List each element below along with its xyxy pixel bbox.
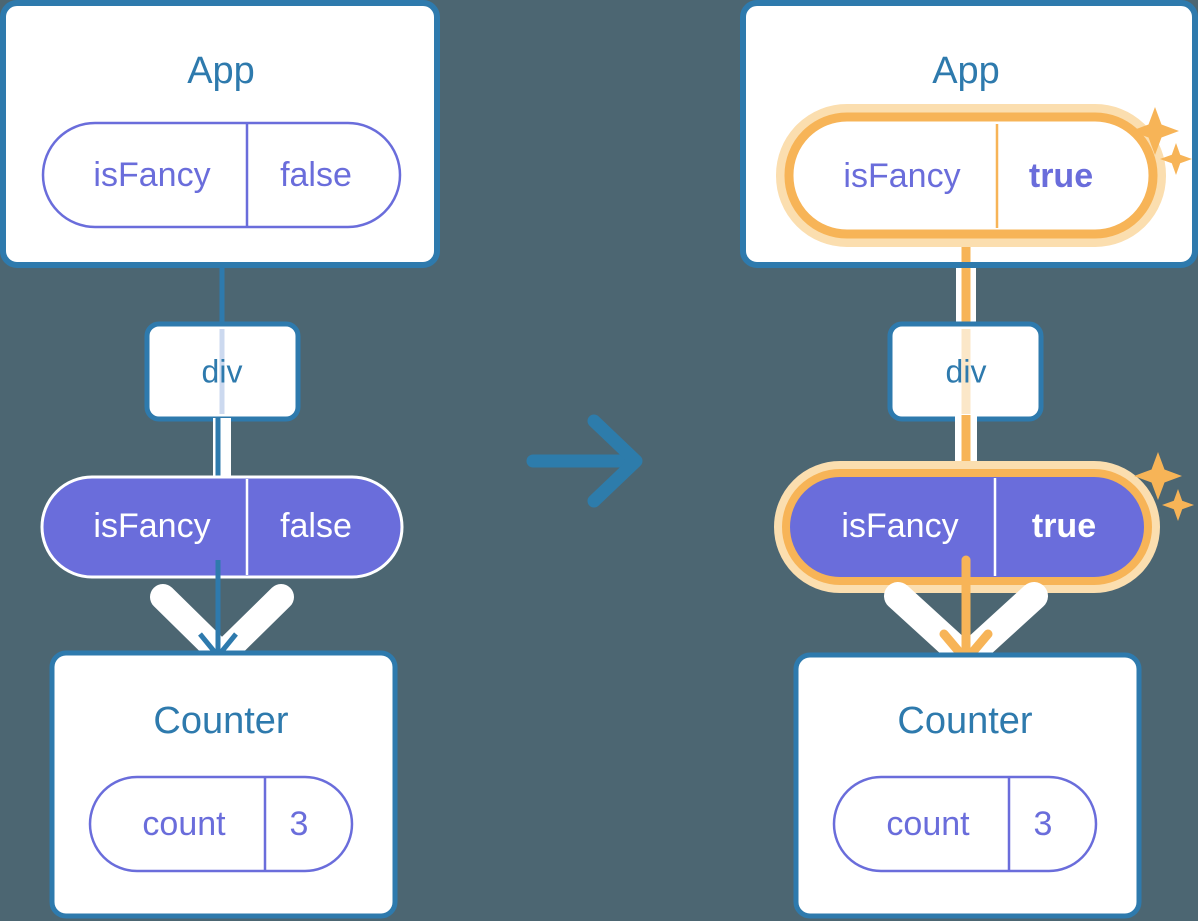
- sparkle-small-icon: [1160, 143, 1192, 175]
- left-div-label: div: [202, 353, 243, 389]
- left-app-pill-value: false: [280, 156, 352, 194]
- right-app-pill-glow: [776, 104, 1166, 247]
- right-counter-pill-key: count: [886, 805, 970, 843]
- sparkle-large-icon: [1134, 452, 1182, 500]
- left-app-title: App: [187, 50, 255, 92]
- right-div-label: div: [946, 353, 987, 389]
- right-app-pill-shape: [784, 112, 1158, 239]
- sparkle-small-icon: [1162, 489, 1194, 521]
- left-app-pill: isFancy false: [41, 121, 402, 229]
- left-prop-pill: isFancy false: [40, 475, 404, 579]
- right-counter-title: Counter: [897, 700, 1033, 742]
- transition-right-arrow-icon: [526, 414, 643, 508]
- right-app-pill-value: true: [1029, 157, 1093, 195]
- left-counter-pill-key: count: [142, 805, 226, 843]
- left-counter-title: Counter: [153, 700, 289, 742]
- left-app-pill-key: isFancy: [93, 156, 210, 194]
- left-flow-arrow-halo: [150, 584, 294, 668]
- right-app-sparkles-icon: [1131, 107, 1192, 175]
- sparkle-large-icon: [1131, 107, 1179, 155]
- left-counter-pill-shape: [88, 775, 354, 873]
- right-prop-sparkles-icon: [1134, 452, 1194, 521]
- left-app-pill-shape: [41, 121, 402, 229]
- right-app-title: App: [932, 50, 1000, 92]
- right-counter-pill-shape: [832, 775, 1098, 873]
- left-counter-pill-value: 3: [290, 805, 309, 843]
- right-prop-pill-value: true: [1032, 507, 1096, 545]
- left-prop-pill-shape: [40, 475, 404, 579]
- right-app-pill-key: isFancy: [843, 157, 960, 195]
- right-counter-pill: count 3: [832, 775, 1098, 873]
- right-counter-pill-value: 3: [1034, 805, 1053, 843]
- right-div-box: div: [887, 321, 1044, 422]
- left-prop-pill-value: false: [280, 507, 352, 545]
- left-prop-pill-key: isFancy: [93, 507, 210, 545]
- left-div-box: div: [144, 321, 301, 422]
- right-app-pill: isFancy true: [776, 104, 1166, 247]
- left-counter-pill: count 3: [88, 775, 354, 873]
- right-prop-pill-key: isFancy: [841, 507, 958, 545]
